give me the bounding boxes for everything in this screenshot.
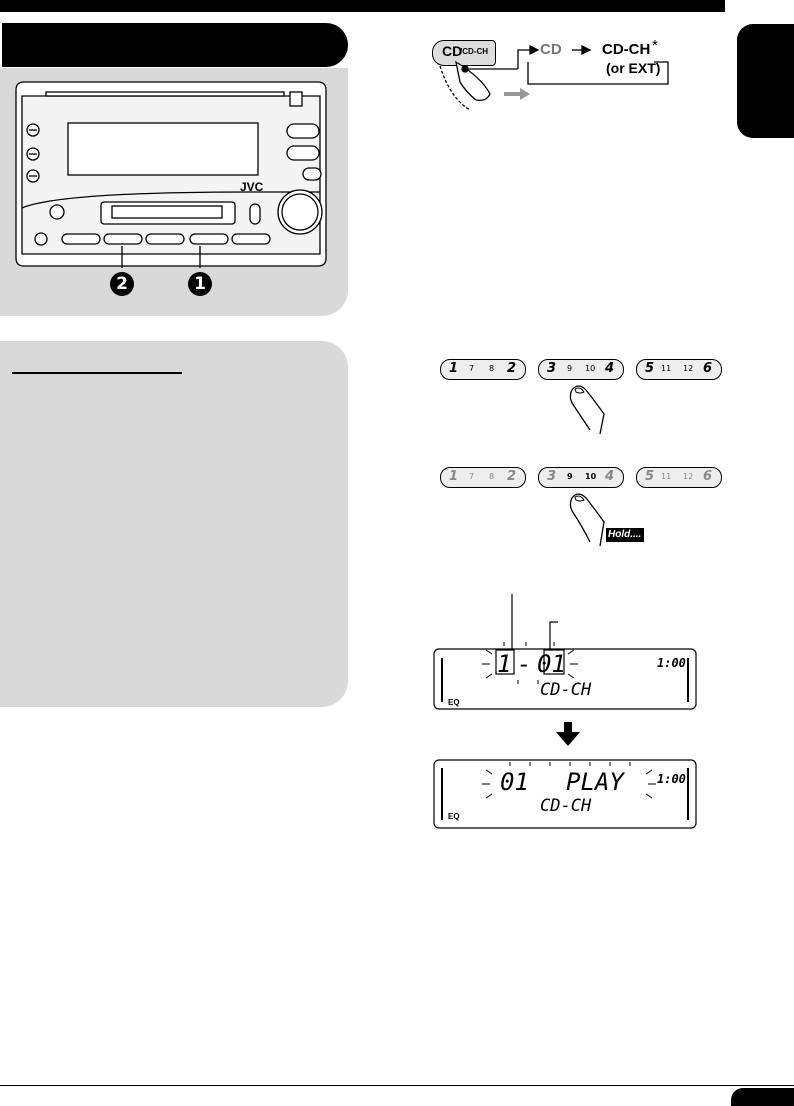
display-2-track: 01 <box>500 768 529 796</box>
sequence-asterisk: * <box>652 37 658 54</box>
display-1-source: CD-CH <box>540 680 592 700</box>
page-number-tab <box>731 1088 794 1106</box>
display-2-eq: EQ <box>448 812 460 821</box>
brand-logo-text: JVC <box>240 180 264 194</box>
callout-1: 1 <box>188 272 212 296</box>
sequence-ext: (or EXT) <box>606 60 661 76</box>
finger-press-icon <box>569 385 605 435</box>
info-panel <box>0 341 348 707</box>
head-unit-illustration <box>15 81 327 268</box>
display-1-dash: - <box>517 650 532 678</box>
top-bar <box>0 0 725 12</box>
display-1-frame <box>433 594 697 710</box>
cd-source-button[interactable] <box>432 40 496 66</box>
display-1-disc: 1 <box>497 650 512 678</box>
display-1-eq: EQ <box>448 698 460 707</box>
cd-ch-button-label: /CD-CH <box>460 47 488 56</box>
display-2-frame <box>433 759 697 829</box>
preset-button-3-4[interactable]: 3 9 10 4 <box>538 359 624 380</box>
preset-button-5-6[interactable]: 5 11 12 6 <box>636 359 722 380</box>
source-sequence-arrows <box>439 44 669 111</box>
display-1-track: 01 <box>537 650 566 678</box>
sequence-cd: CD <box>540 41 562 58</box>
preset-button-3-4-hold[interactable]: 3 9 10 4 <box>538 467 624 488</box>
hold-badge <box>606 528 644 542</box>
section-title-bar <box>2 23 348 67</box>
callout-2: 2 <box>110 272 134 296</box>
display-2-source: CD-CH <box>540 796 592 816</box>
hold-label: Hold.... <box>608 529 642 540</box>
panel-heading-underline <box>12 372 182 374</box>
preset-button-1-2-hold[interactable]: 1 7 8 2 <box>440 467 526 488</box>
language-tab <box>737 24 794 138</box>
cd-button-label: CD <box>442 43 463 59</box>
preset-button-5-6-hold[interactable]: 5 11 12 6 <box>636 467 722 488</box>
footer-rule <box>0 1085 794 1086</box>
down-arrow-icon <box>556 722 580 746</box>
display-1-time: 1:00 <box>657 656 686 670</box>
display-2-time: 1:00 <box>657 772 686 786</box>
display-2-status: PLAY <box>566 768 624 796</box>
preset-button-1-2[interactable]: 1 7 8 2 <box>440 359 526 380</box>
finger-hold-icon <box>569 493 605 547</box>
sequence-cd-ch: CD-CH <box>602 41 651 58</box>
